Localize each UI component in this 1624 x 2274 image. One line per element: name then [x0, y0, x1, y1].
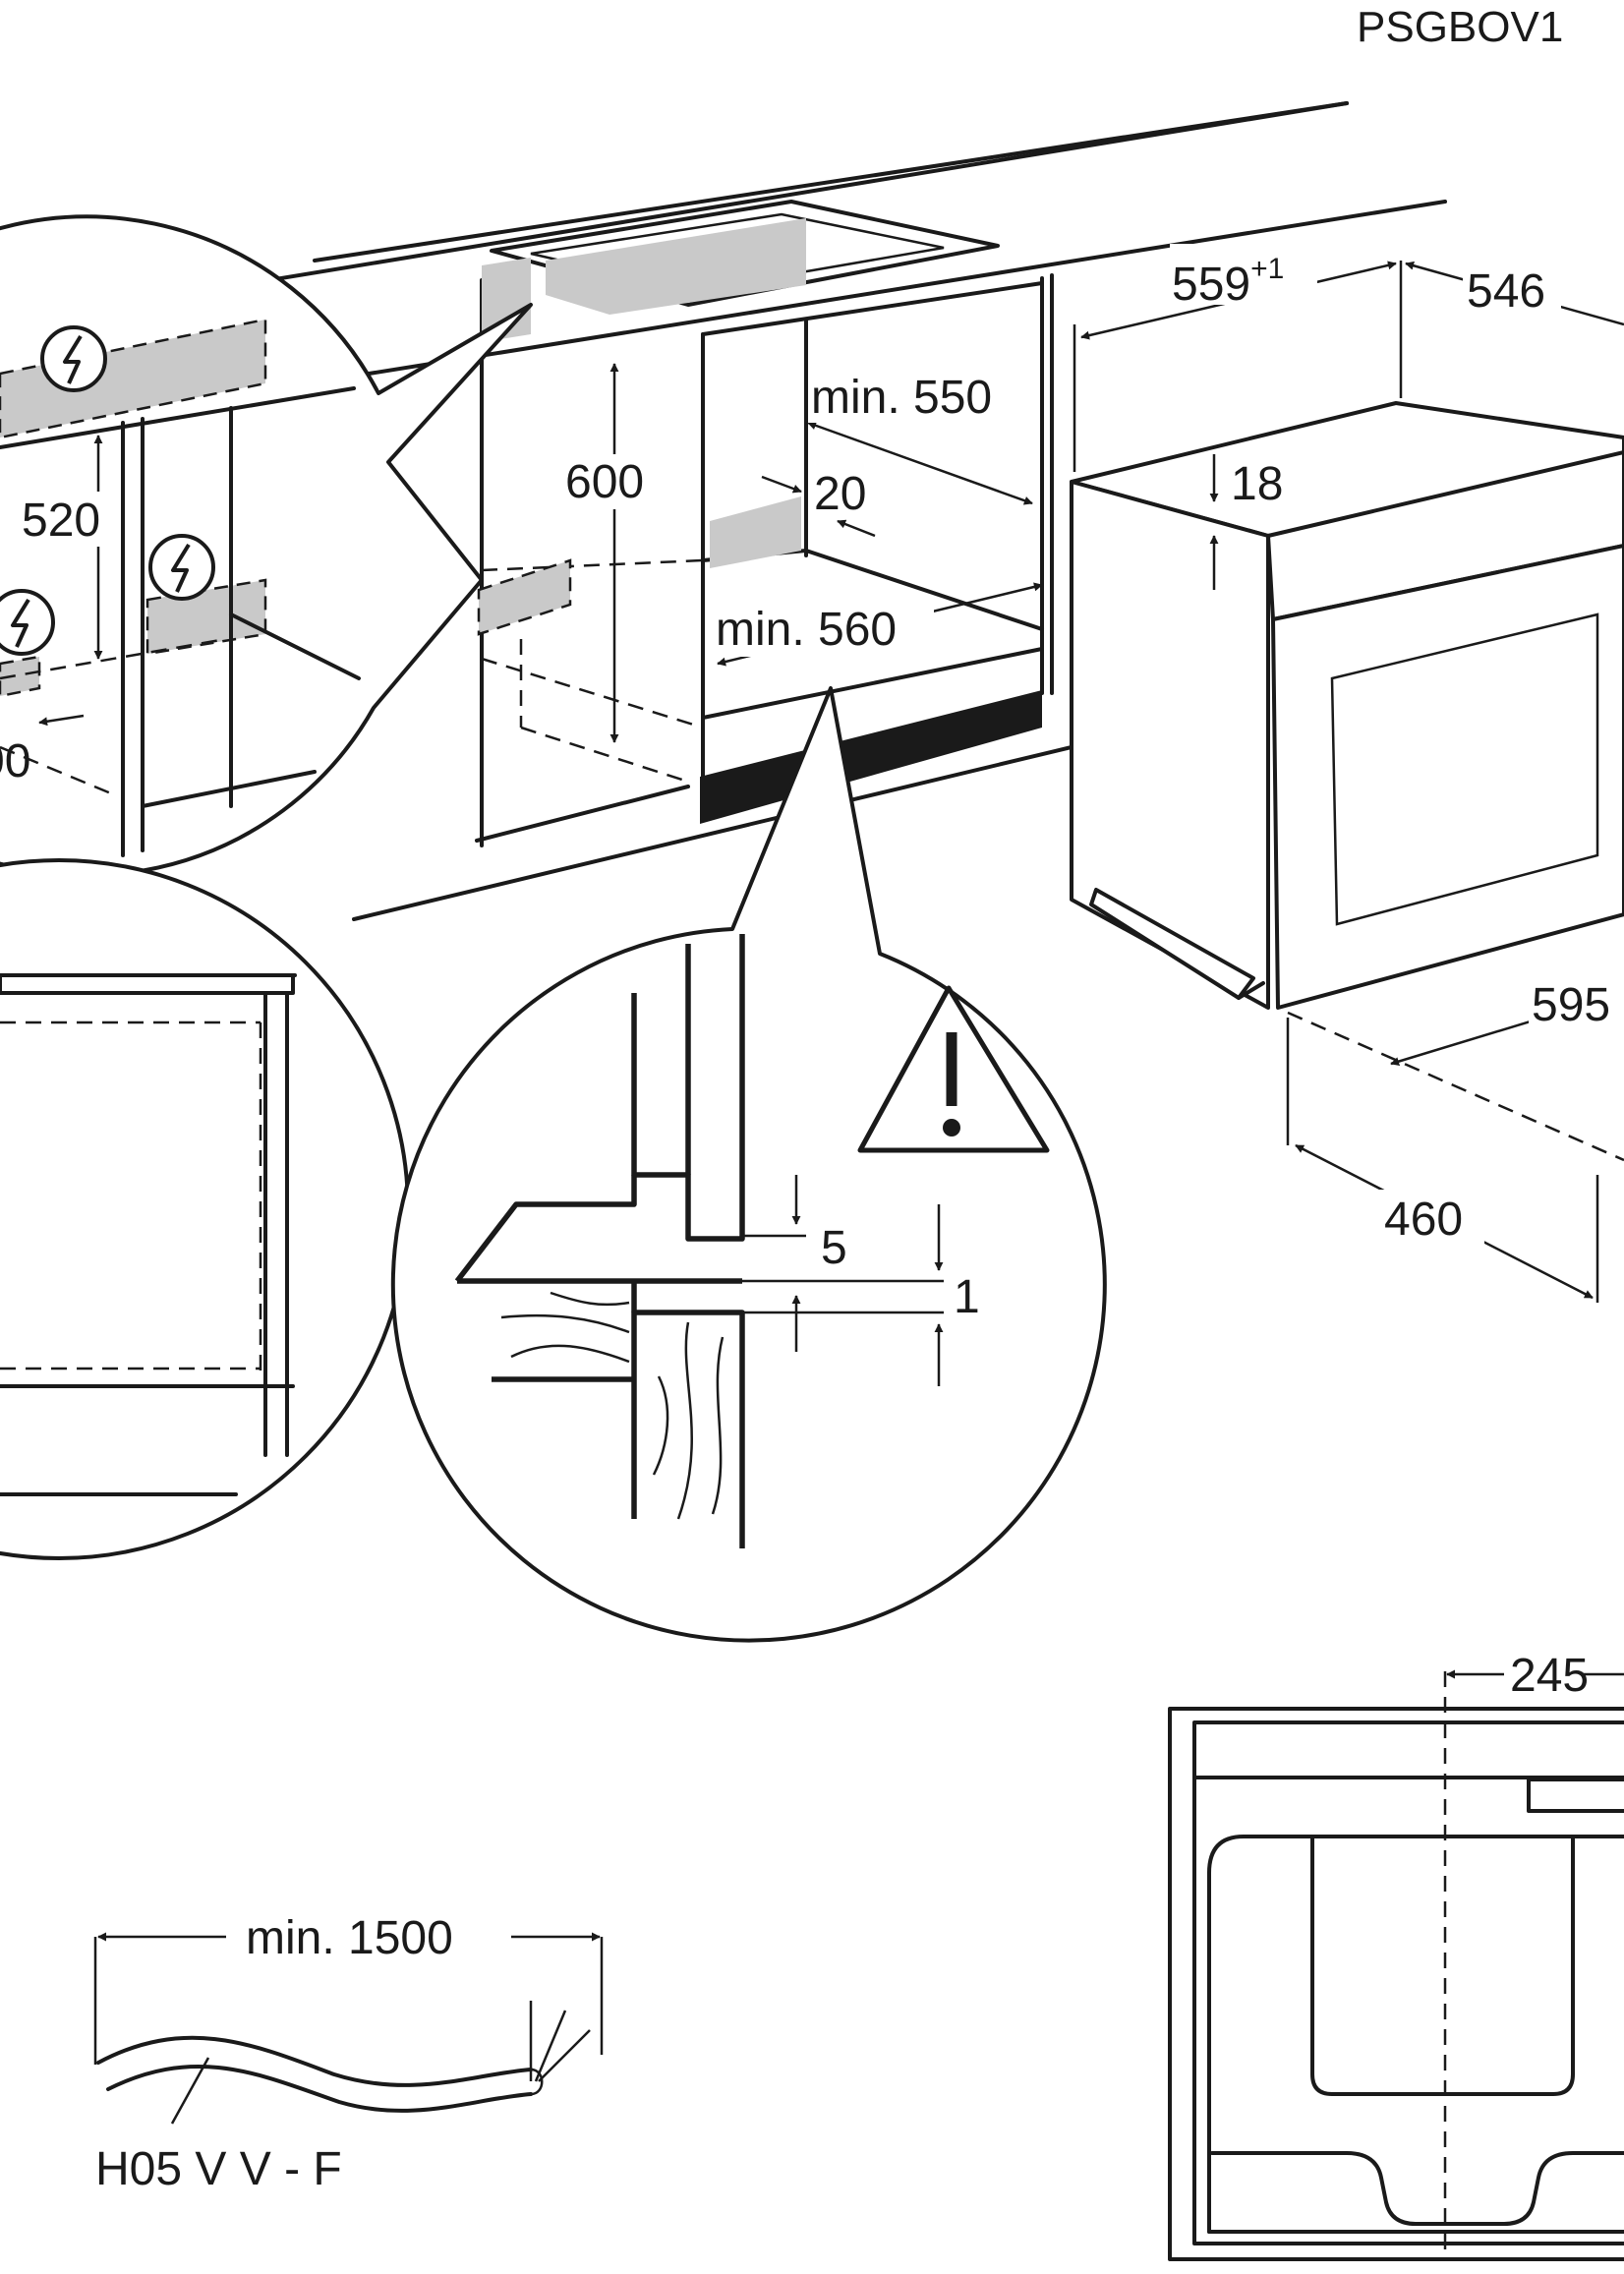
dim-520-label: 520	[22, 495, 100, 547]
cable-type-label: H05 V V - F	[95, 2143, 342, 2195]
dimension-niche-depth-min: min. 550	[807, 368, 1033, 505]
electric-socket-icon	[148, 534, 215, 601]
dimension-niche-depth: 559+1	[1073, 244, 1403, 472]
model-code: PSGBOV1	[1357, 3, 1563, 51]
detail-installation-gap: 5 1	[390, 686, 1107, 1643]
gap-1-label: 1	[954, 1271, 980, 1323]
dimension-oven-depth: 546	[1405, 258, 1624, 326]
dim-partial-left-label: 00	[0, 735, 30, 787]
dimension-niche-width-min: min. 560	[713, 582, 1043, 667]
dim-min-560-label: min. 560	[716, 604, 897, 656]
oven-unit	[1070, 401, 1624, 1010]
detail-cabinet-side	[0, 858, 410, 1560]
dimension-oven-width: 595	[1287, 973, 1624, 1162]
electric-socket-icon	[0, 589, 55, 656]
dim-559-label: 559+1	[1172, 253, 1284, 311]
cooktop-cutout	[490, 200, 1000, 315]
electric-socket-icon	[40, 325, 107, 392]
gap-5-label: 5	[821, 1222, 847, 1274]
dimension-ventilation-gap: 20	[761, 468, 876, 538]
dimension-oven-body-depth: 460	[1286, 1018, 1599, 1303]
dim-245-label: 245	[1510, 1650, 1589, 1702]
dim-20-label: 20	[814, 468, 866, 520]
dim-18-label: 18	[1231, 458, 1283, 510]
dim-546-label: 546	[1467, 265, 1545, 318]
oven-front-view: 245	[1168, 1650, 1624, 2261]
dim-600-label: 600	[565, 456, 644, 508]
dim-460-label: 460	[1384, 1194, 1463, 1246]
dim-595-label: 595	[1532, 979, 1610, 1031]
dim-559-tolerance: +1	[1250, 253, 1284, 285]
dim-min-550-label: min. 550	[811, 372, 992, 424]
dimension-niche-height: 600	[565, 363, 664, 743]
dimension-panel-18: 18	[1209, 454, 1283, 590]
cable-min-length-label: min. 1500	[246, 1912, 453, 1964]
power-cable: min. 1500 H05 V V - F	[93, 1912, 604, 2195]
detail-electrical: 520 00	[0, 214, 533, 878]
warning-triangle-icon	[857, 985, 1050, 1153]
